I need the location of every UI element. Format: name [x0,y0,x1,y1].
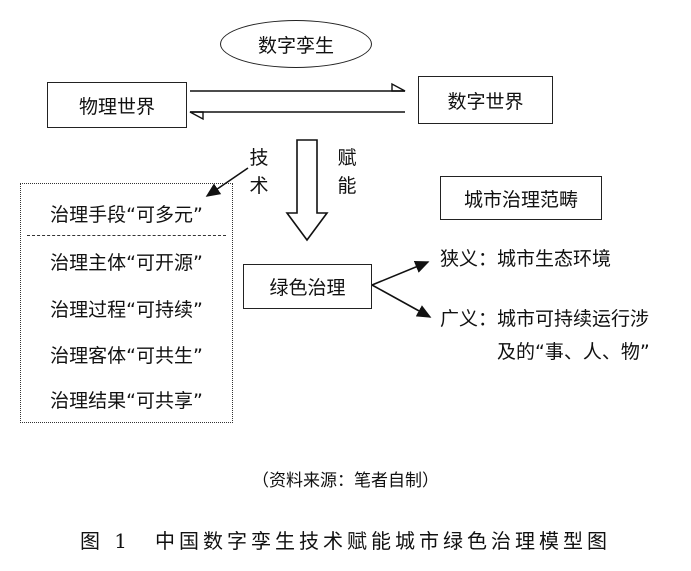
digital-twin-label: 数字孪生 [257,34,334,57]
empower-label: 赋能 [337,147,357,197]
urban-governance-scope-label: 城市治理范畴 [463,188,578,211]
narrow-scope-label: 狭义：城市生态环境 [440,248,612,270]
governance-item: 治理主体“可开源” [50,252,203,274]
governance-item: 治理结果“可共享” [50,390,203,412]
broad-scope-label-line2: 及的“事、人、物” [497,341,650,363]
urban-governance-scope-box: 城市治理范畴 [440,176,602,220]
green-governance-box: 绿色治理 [243,264,372,309]
governance-item: 治理客体“可共生” [50,345,203,367]
governance-item: 治理过程“可持续” [50,299,203,321]
physical-to-digital-arrow [190,82,406,92]
digital-world-label: 数字世界 [447,90,524,113]
physical-world-box: 物理世界 [47,82,187,128]
digital-to-physical-arrow [189,111,405,121]
technology-arrow [205,167,249,197]
broad-scope-label-line1: 广义：城市可持续运行涉 [440,308,650,330]
technology-label: 技术 [249,147,269,197]
physical-world-label: 物理世界 [78,95,155,118]
digital-twin-ellipse: 数字孪生 [220,20,372,68]
governance-divider [27,235,226,236]
digital-world-box: 数字世界 [418,76,553,124]
governance-items-box: 治理手段“可多元” 治理主体“可开源” 治理过程“可持续” 治理客体“可共生” … [20,183,233,423]
governance-item: 治理手段“可多元” [50,204,203,226]
empower-down-arrow [285,139,329,242]
green-governance-label: 绿色治理 [269,277,346,299]
broad-scope-arrow [371,284,432,318]
figure-caption: 图 1 中国数字孪生技术赋能城市绿色治理模型图 [79,529,612,553]
narrow-scope-arrow [371,260,430,286]
source-note: （资料来源：笔者自制） [252,471,439,491]
